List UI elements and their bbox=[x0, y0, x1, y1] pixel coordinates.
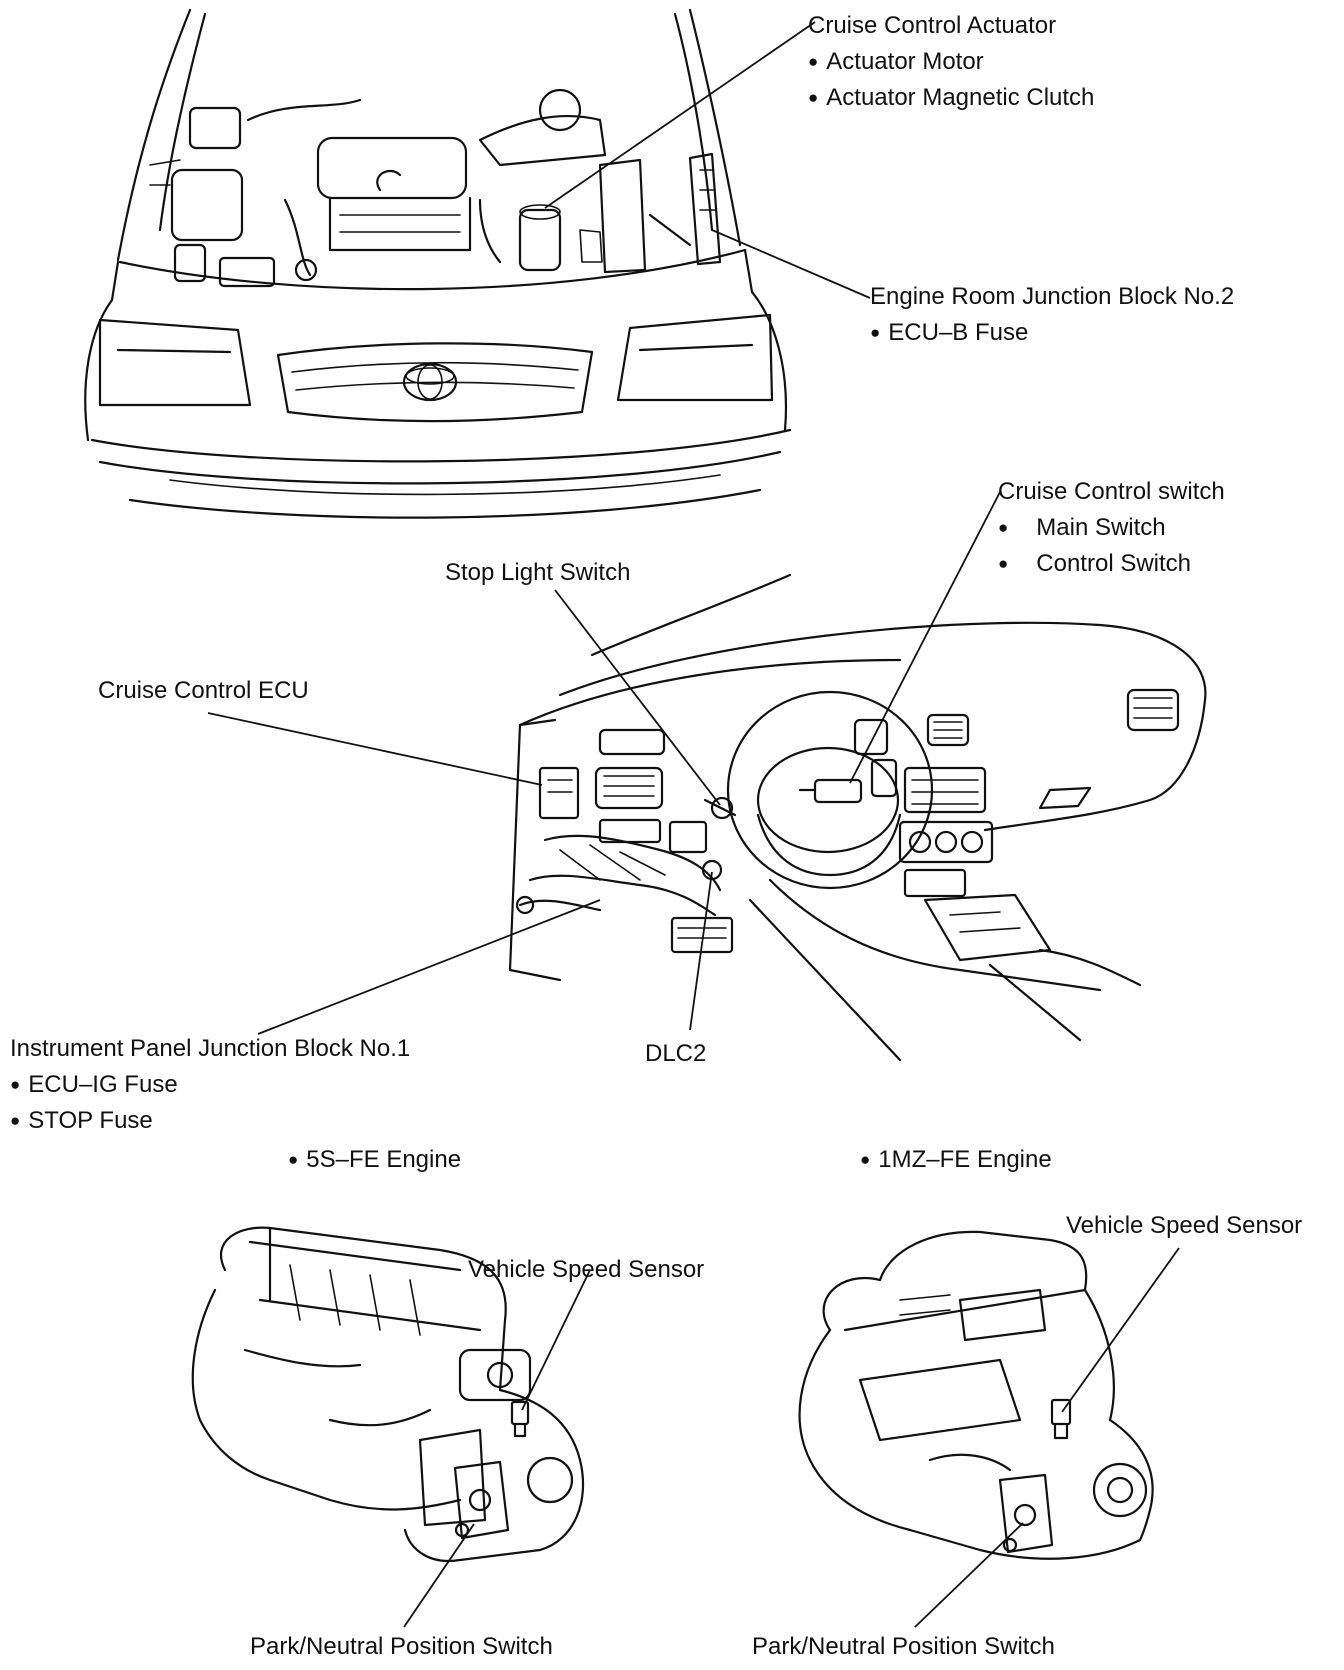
label-engine-1mz-fe: 1MZ–FE Engine bbox=[860, 1146, 1051, 1176]
car-front-illustration bbox=[84, 8, 792, 519]
engine-1mzfe-illustration bbox=[798, 1230, 1154, 1560]
label-cruise-control-actuator: Cruise Control Actuator bbox=[808, 12, 1057, 39]
label-engine-room-junction-block-2: Engine Room Junction Block No.2 bbox=[870, 283, 1235, 310]
label-cruise-control-switch: Cruise Control switch bbox=[998, 478, 1225, 505]
label-park-neutral-switch-1mzfe: Park/Neutral Position Switch bbox=[752, 1633, 1055, 1660]
label-park-neutral-switch-5sfe: Park/Neutral Position Switch bbox=[250, 1633, 553, 1660]
label-ecu-b-fuse: ECU–B Fuse bbox=[870, 319, 1028, 349]
label-main-switch-text: Main Switch bbox=[1036, 514, 1166, 541]
label-stop-fuse: STOP Fuse bbox=[10, 1107, 153, 1137]
bullet-icon bbox=[998, 550, 1016, 577]
label-cruise-control-ecu: Cruise Control ECU bbox=[98, 677, 309, 704]
label-engine-5s-fe: 5S–FE Engine bbox=[288, 1146, 461, 1176]
label-dlc2: DLC2 bbox=[645, 1040, 707, 1067]
label-stop-light-switch: Stop Light Switch bbox=[445, 559, 631, 586]
label-control-switch: Control Switch bbox=[998, 550, 1191, 580]
leader-lines bbox=[207, 21, 1180, 1628]
label-actuator-magnetic-clutch: Actuator Magnetic Clutch bbox=[808, 84, 1094, 114]
engine-5sfe-illustration bbox=[191, 1226, 585, 1563]
bullet-icon bbox=[998, 514, 1016, 541]
label-main-switch: Main Switch bbox=[998, 514, 1166, 544]
label-ecu-ig-fuse: ECU–IG Fuse bbox=[10, 1071, 177, 1101]
label-actuator-motor: Actuator Motor bbox=[808, 48, 983, 78]
label-control-switch-text: Control Switch bbox=[1036, 550, 1192, 577]
label-instrument-panel-junction-block-1: Instrument Panel Junction Block No.1 bbox=[10, 1035, 411, 1062]
label-vehicle-speed-sensor-1mzfe: Vehicle Speed Sensor bbox=[1066, 1212, 1303, 1239]
dashboard-illustration bbox=[508, 573, 1207, 1062]
label-vehicle-speed-sensor-5sfe: Vehicle Speed Sensor bbox=[468, 1256, 705, 1283]
